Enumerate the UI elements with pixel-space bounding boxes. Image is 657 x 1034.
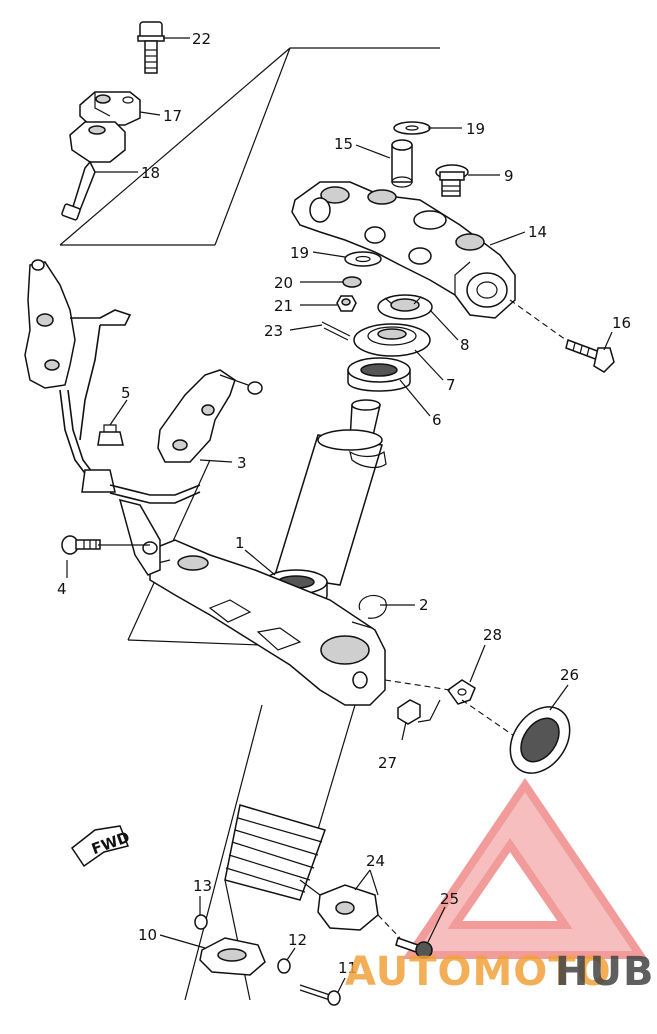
callout-9: 9 xyxy=(504,167,514,185)
washer-19-upper xyxy=(393,121,431,135)
callout-13: 13 xyxy=(193,877,212,895)
watermark-brand-part1: AUTOMOTO xyxy=(345,949,612,995)
clip-2 xyxy=(351,595,387,629)
callout-18: 18 xyxy=(141,164,160,182)
ring-nut-8 xyxy=(377,294,433,320)
callout-5: 5 xyxy=(121,384,131,402)
wire-bracket-assembly xyxy=(24,259,201,576)
lock-washer-20 xyxy=(342,276,362,288)
callout-10: 10 xyxy=(138,926,157,944)
watermark-logo xyxy=(402,777,648,959)
callout-3: 3 xyxy=(237,454,247,472)
bolt-4 xyxy=(61,535,101,555)
callout-12: 12 xyxy=(288,931,307,949)
callout-6: 6 xyxy=(432,411,442,429)
callout-16: 16 xyxy=(612,314,631,332)
callout-19-lower: 19 xyxy=(290,244,309,262)
under-bracket xyxy=(149,539,386,706)
bolt-23 xyxy=(137,21,165,74)
bracket-3 xyxy=(157,369,263,463)
callout-28: 28 xyxy=(483,626,502,644)
callout-2: 2 xyxy=(419,596,429,614)
nut-27 xyxy=(397,699,421,725)
watermark-brand-part2: HUB xyxy=(555,949,654,995)
handlebar-holder-lower-18 xyxy=(61,121,126,221)
bolt-16 xyxy=(509,299,615,373)
washer-13 xyxy=(194,914,208,930)
callout-19-upper: 19 xyxy=(466,120,485,138)
callout-14: 14 xyxy=(528,223,547,241)
upper-bracket-14 xyxy=(291,181,516,319)
callout-23: 22 xyxy=(192,30,211,48)
bracket-28 xyxy=(384,679,521,741)
washer-19-lower xyxy=(344,251,382,267)
washer-12 xyxy=(277,958,291,974)
collar-15 xyxy=(391,139,413,188)
handlebar-holder-upper-17 xyxy=(79,91,141,126)
callout-27: 27 xyxy=(378,754,397,772)
callout-labels: 22 17 18 19 15 9 14 19 20 21 23 8 7 6 16… xyxy=(57,30,631,977)
bearing-cover-7 xyxy=(353,323,431,357)
reflector-26 xyxy=(509,706,571,774)
bearing-6 xyxy=(347,357,411,392)
callout-15: 15 xyxy=(334,135,353,153)
group-outline-top xyxy=(59,47,440,246)
callout-4: 4 xyxy=(57,580,67,598)
steering-stem xyxy=(274,399,387,586)
holder-24 xyxy=(299,879,379,931)
fwd-arrow: FWD xyxy=(70,825,132,868)
callout-26: 26 xyxy=(560,666,579,684)
bolt-25 xyxy=(377,914,433,959)
callout-21: 21 xyxy=(274,297,293,315)
callout-8: 8 xyxy=(460,336,470,354)
screw-11 xyxy=(299,984,341,1006)
leader-lines xyxy=(66,37,613,993)
callout-25: 25 xyxy=(440,890,459,908)
callout-1: 1 xyxy=(235,534,245,552)
callout-24: 24 xyxy=(366,852,385,870)
callout-17: 17 xyxy=(163,107,182,125)
grommet-5 xyxy=(97,424,124,446)
cable-guide-10 xyxy=(199,937,266,976)
callout-20: 20 xyxy=(274,274,293,292)
nut-21 xyxy=(336,295,357,312)
callout-7: 7 xyxy=(446,376,456,394)
callout-11: 11 xyxy=(338,959,357,977)
callout-22: 23 xyxy=(264,322,283,340)
bolt-9 xyxy=(435,164,469,197)
cotter-pin-22 xyxy=(321,321,351,341)
watermark-text: AUTOMOTO HUB xyxy=(345,949,654,995)
